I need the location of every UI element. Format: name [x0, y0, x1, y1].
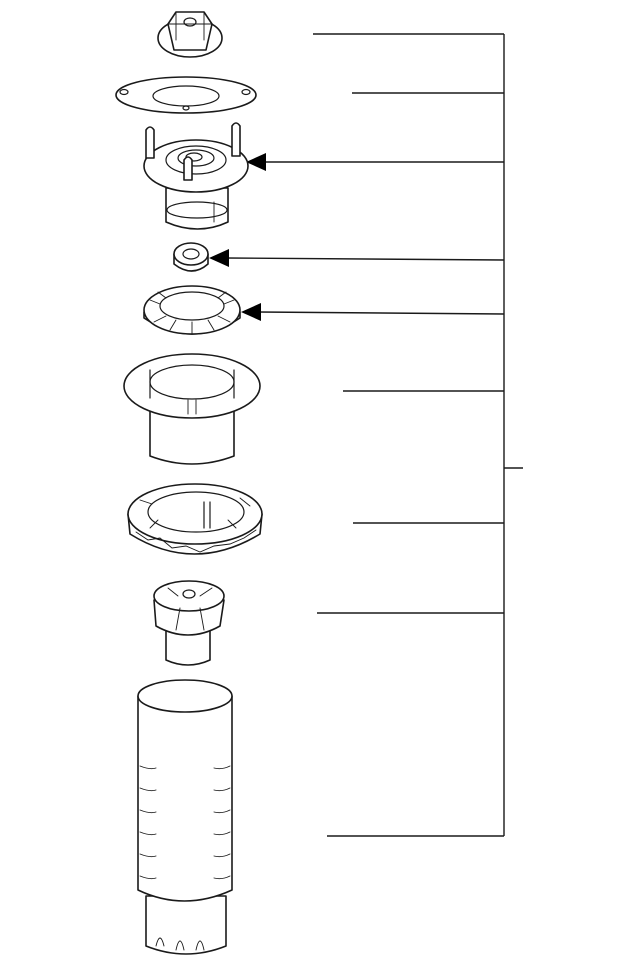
dust-boot-icon — [137, 679, 233, 955]
leader-upper-seat — [257, 311, 505, 315]
mount-gasket-icon — [115, 76, 257, 114]
arrow-spacer — [209, 249, 229, 267]
arrow-upper-seat — [241, 303, 261, 321]
spring-seat-notched-icon — [143, 285, 241, 335]
arrow-strut-mount — [246, 153, 266, 171]
spring-insulator-icon — [127, 483, 263, 555]
callout-bracket — [209, 33, 523, 837]
leader-spacer — [225, 257, 505, 261]
hex-flange-nut-icon — [157, 11, 223, 58]
bump-stop-icon — [153, 580, 225, 666]
small-bushing-icon — [173, 242, 209, 272]
top-bearing-icon — [123, 353, 261, 465]
strut-mount-icon — [143, 122, 249, 230]
